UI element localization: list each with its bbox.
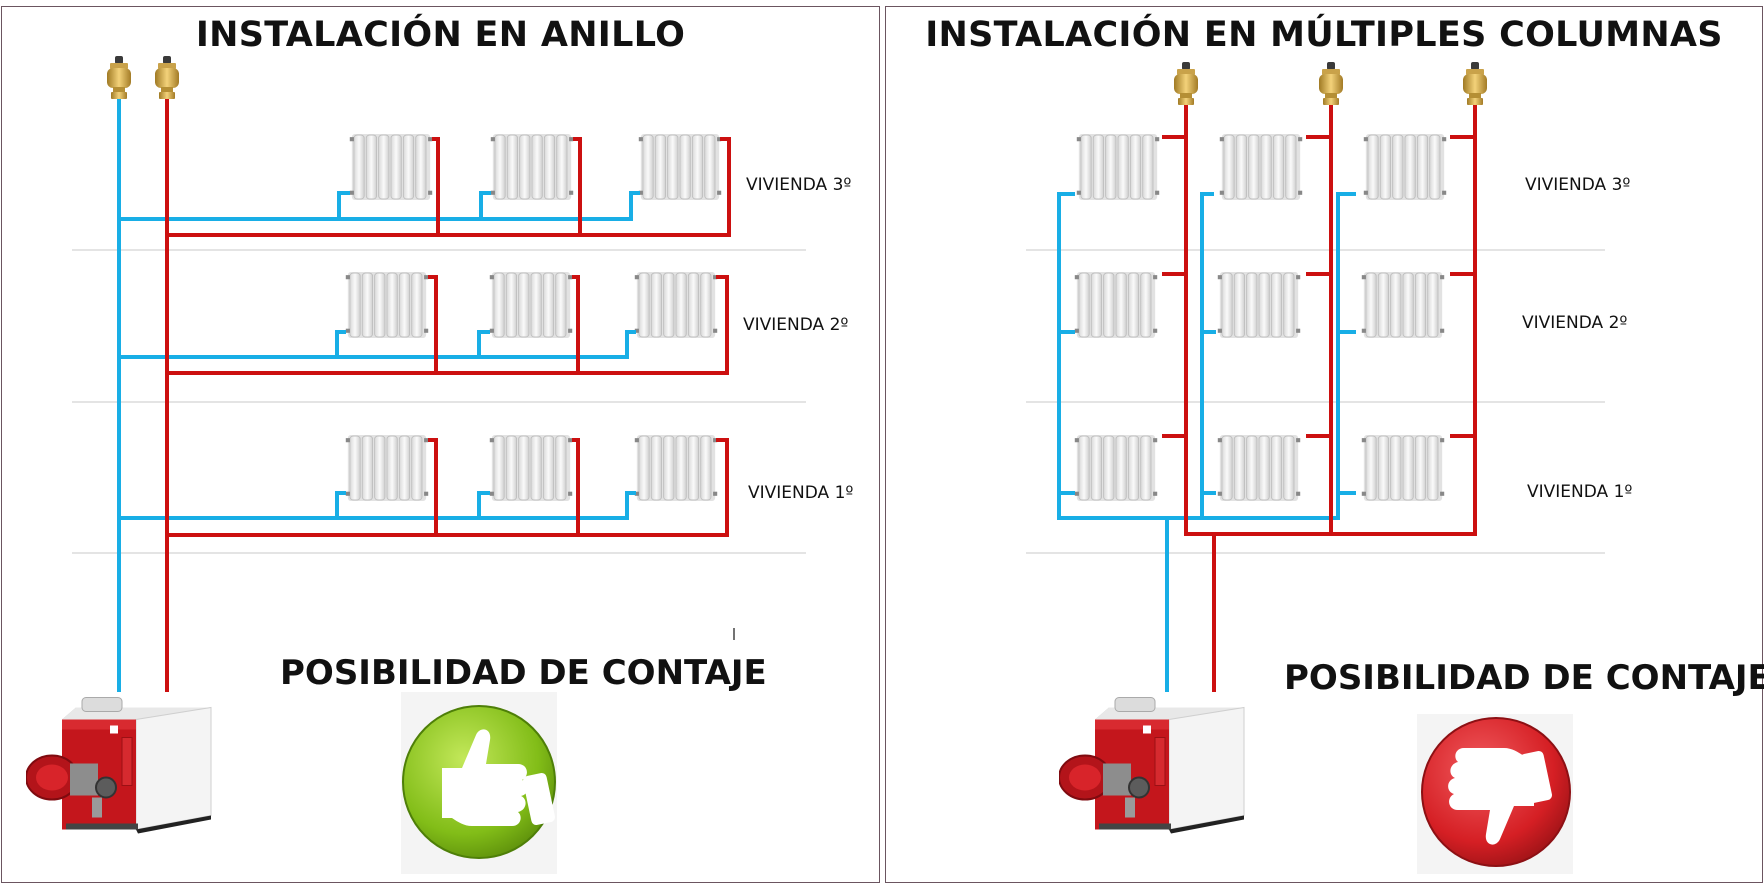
- level-label: VIVIENDA 2º: [743, 315, 849, 335]
- metering-heading: POSIBILIDAD DE CONTAJE: [280, 653, 767, 693]
- multi-column-installation-panel: INSTALACIÓN EN MÚLTIPLES COLUMNAS VIVIEN…: [885, 6, 1764, 883]
- panel-title: INSTALACIÓN EN MÚLTIPLES COLUMNAS: [925, 15, 1723, 55]
- level-label: VIVIENDA 3º: [746, 175, 852, 195]
- level-label: VIVIENDA 1º: [748, 483, 854, 503]
- return-pipe: [1057, 192, 1356, 692]
- ring-installation-panel: INSTALACIÓN EN ANILLO VIVIENDA 3º VIVIEN…: [1, 6, 880, 883]
- panel-title: INSTALACIÓN EN ANILLO: [195, 15, 686, 55]
- thumbs-down-icon: [1417, 714, 1573, 874]
- supply-pipe: [1162, 94, 1477, 692]
- level-label: VIVIENDA 2º: [1522, 313, 1628, 333]
- multi-column-installation-diagram: [1026, 62, 1605, 874]
- ring-installation-diagram: [26, 56, 806, 874]
- metering-heading: POSIBILIDAD DE CONTAJE: [1284, 658, 1764, 698]
- thumbs-up-icon: [401, 692, 557, 874]
- supply-pipe: [165, 94, 731, 692]
- return-pipe: [117, 94, 640, 692]
- level-label: VIVIENDA 1º: [1527, 482, 1633, 502]
- level-label: VIVIENDA 3º: [1525, 175, 1631, 195]
